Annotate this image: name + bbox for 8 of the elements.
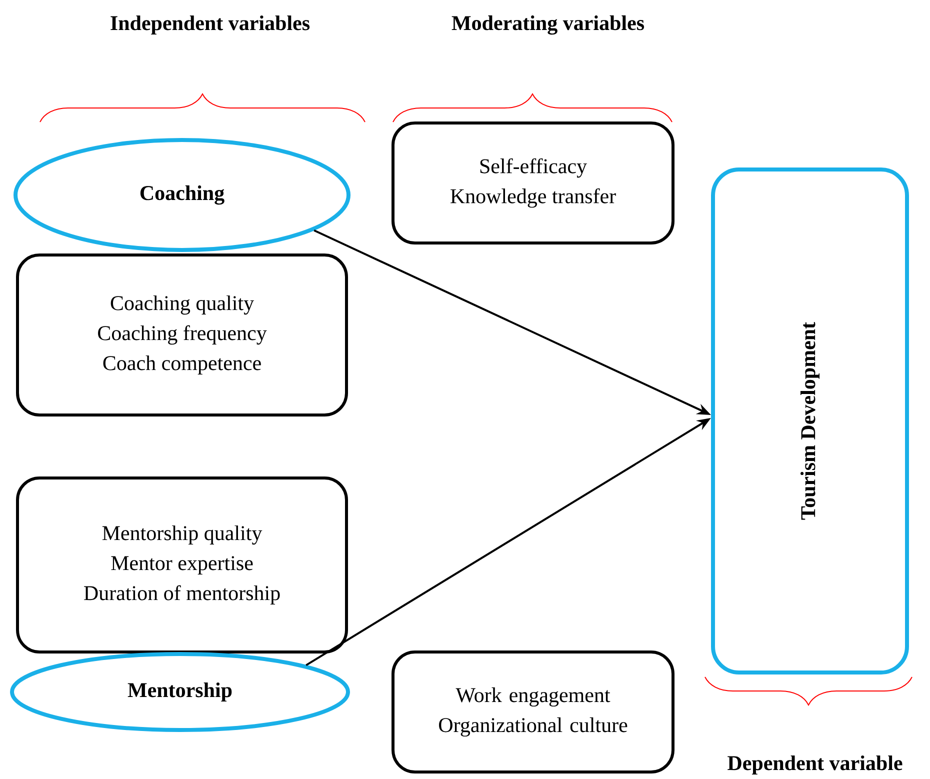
heading: Moderating variables (452, 15, 644, 35)
indicator-box: Coaching quality Coaching frequency Coach competence (16, 253, 348, 416)
indicator-box: Self-efficacy Knowledge transfer (392, 122, 674, 244)
heading: Independent variables (110, 15, 310, 34)
indicator-box: Mentorship quality Mentor expertise Duration of mentorship (16, 476, 348, 654)
heading: Dependent variable (728, 755, 902, 774)
outcome-box: Tourism Development (711, 168, 909, 674)
indicator-box: Work engagement Organizational culture (392, 650, 674, 774)
